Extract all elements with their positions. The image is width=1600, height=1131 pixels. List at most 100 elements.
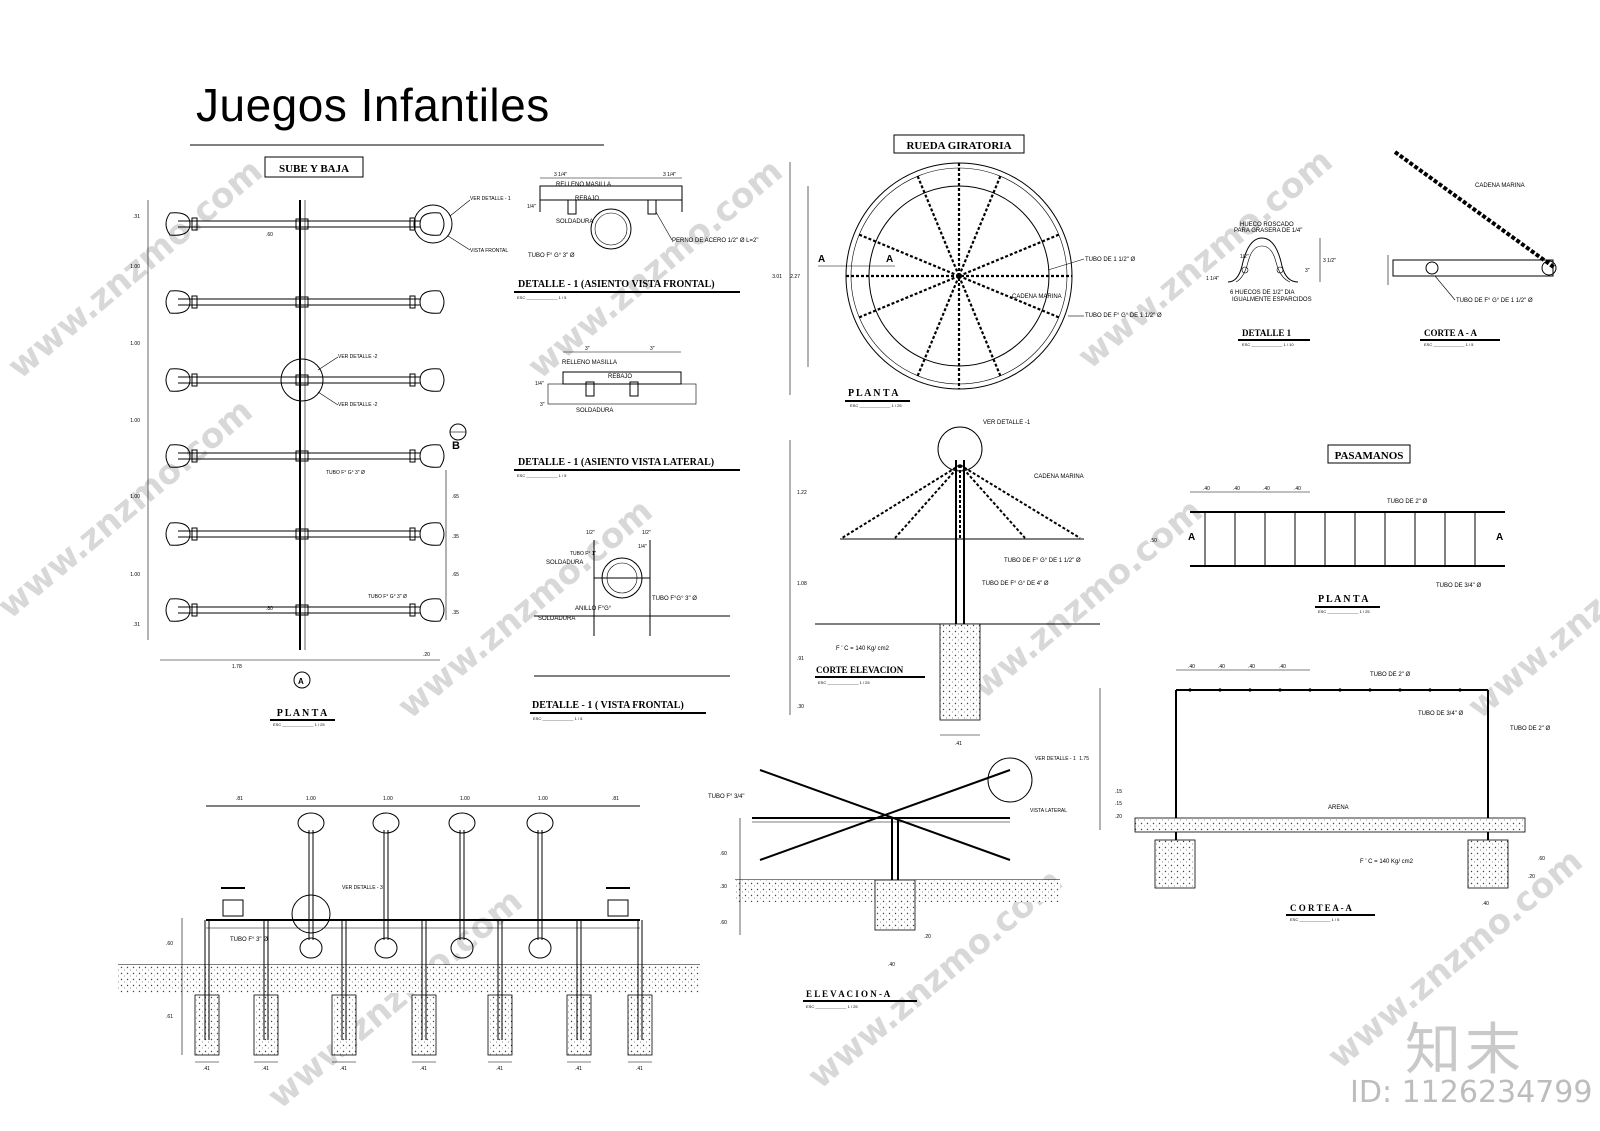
- svg-text:.40: .40: [1188, 664, 1195, 670]
- svg-text:1.00: 1.00: [130, 264, 140, 270]
- svg-text:.40: .40: [1294, 486, 1301, 492]
- svg-text:TUBO DE F° G° DE 1 1/2" Ø: TUBO DE F° G° DE 1 1/2" Ø: [1004, 558, 1081, 564]
- svg-text:.41: .41: [955, 741, 962, 747]
- svg-text:TUBO DE F° G° DE 1 1/2" Ø: TUBO DE F° G° DE 1 1/2" Ø: [1456, 298, 1533, 304]
- svg-text:CORTE ELEVACION: CORTE ELEVACION: [816, 665, 904, 675]
- svg-text:.35: .35: [452, 534, 459, 540]
- svg-text:.60: .60: [720, 920, 727, 926]
- svg-text:1.00: 1.00: [306, 796, 316, 802]
- svg-text:.41: .41: [575, 1066, 582, 1072]
- svg-text:.15: .15: [1115, 789, 1122, 795]
- svg-text:P L A N T A: P L A N T A: [277, 708, 328, 719]
- svg-text:.50: .50: [1150, 538, 1157, 544]
- svg-text:TUBO F° G° 3" Ø: TUBO F° G° 3" Ø: [368, 594, 407, 600]
- svg-text:TUBO DE 3/4" Ø: TUBO DE 3/4" Ø: [1418, 711, 1463, 717]
- svg-text:ESC ______________ 1 / 25: ESC ______________ 1 / 25: [1318, 609, 1370, 614]
- svg-text:VISTA FRONTAL: VISTA FRONTAL: [470, 248, 508, 254]
- svg-text:3 1/4": 3 1/4": [554, 172, 567, 178]
- svg-text:1.08: 1.08: [797, 581, 807, 587]
- rueda-giratoria-plan: RUEDA GIRATORIA 3.01 2.27 A A TUBO DE 1 …: [772, 134, 1162, 408]
- svg-text:3": 3": [1305, 268, 1310, 274]
- svg-text:.81: .81: [612, 796, 619, 802]
- page-title: Juegos Infantiles: [196, 79, 550, 131]
- svg-text:PERNO DE ACERO 1/2" Ø L=2": PERNO DE ACERO 1/2" Ø L=2": [672, 238, 758, 244]
- svg-text:ESC ______________ 1 / 5: ESC ______________ 1 / 5: [1424, 342, 1474, 347]
- svg-text:IGUALMENTE ESPARCIDOS: IGUALMENTE ESPARCIDOS: [1232, 297, 1312, 303]
- svg-text:1.75: 1.75: [1079, 756, 1089, 762]
- svg-text:.41: .41: [203, 1066, 210, 1072]
- watermark-text: www.znzmo.com: [1460, 491, 1600, 727]
- svg-text:TUBO F° 1": TUBO F° 1": [570, 551, 597, 557]
- svg-text:.65: .65: [452, 494, 459, 500]
- svg-text:DETALLE - 1 (ASIENTO VISTA LAT: DETALLE - 1 (ASIENTO VISTA LATERAL): [518, 457, 714, 468]
- svg-text:ARENA: ARENA: [1328, 805, 1349, 811]
- svg-text:ESC ______________ 1 / 25: ESC ______________ 1 / 25: [850, 403, 902, 408]
- watermark-text: www.znzmo.com: [390, 491, 660, 727]
- watermark-text: www.znzmo.com: [940, 491, 1210, 727]
- svg-text:.60: .60: [166, 941, 173, 947]
- svg-text:DETALLE - 1 (ASIENTO VISTA FRO: DETALLE - 1 (ASIENTO VISTA FRONTAL): [518, 279, 715, 290]
- svg-text:.60: .60: [720, 851, 727, 857]
- svg-text:A: A: [886, 254, 893, 265]
- svg-text:C O R T E A - A: C O R T E A - A: [1290, 903, 1352, 913]
- svg-text:TUBO DE 2" Ø: TUBO DE 2" Ø: [1387, 499, 1427, 505]
- detalle-asiento-lateral: 3" 3" 1/4" 3" RELLENO MASILLA REBAJO SOL…: [514, 346, 740, 478]
- svg-text:A: A: [298, 677, 304, 686]
- svg-text:HUECO ROSCADO: HUECO ROSCADO: [1240, 222, 1294, 228]
- svg-text:.40: .40: [888, 962, 895, 968]
- svg-text:.60: .60: [1538, 856, 1545, 862]
- corte-a-a-rueda: CADENA MARINA TUBO DE F° G° DE 1 1/2" Ø …: [1387, 150, 1557, 347]
- svg-text:.41: .41: [340, 1066, 347, 1072]
- svg-text:ESC ______________ 1 / 5: ESC ______________ 1 / 5: [1290, 917, 1340, 922]
- svg-text:1/2": 1/2": [642, 530, 651, 536]
- svg-text:VISTA LATERAL: VISTA LATERAL: [1030, 808, 1067, 814]
- svg-text:1.00: 1.00: [538, 796, 548, 802]
- elevacion-a: .60 .30 .60 .40 .20 TUBO F° 3/4" VER DET…: [708, 756, 1076, 1009]
- svg-text:1.00: 1.00: [460, 796, 470, 802]
- svg-text:ESC ______________ 1 / 5: ESC ______________ 1 / 5: [517, 295, 567, 300]
- svg-text:1.00: 1.00: [130, 341, 140, 347]
- svg-text:TUBO F° 3" Ø: TUBO F° 3" Ø: [230, 937, 268, 943]
- svg-text:1.22: 1.22: [797, 490, 807, 496]
- watermark-brand: 知末: [1405, 1018, 1525, 1083]
- svg-text:VER DETALLE - 3: VER DETALLE - 3: [342, 885, 383, 891]
- svg-text:.35: .35: [452, 610, 459, 616]
- svg-text:.41: .41: [420, 1066, 427, 1072]
- svg-text:.41: .41: [636, 1066, 643, 1072]
- svg-text:.31: .31: [133, 622, 140, 628]
- svg-text:VER DETALLE -2: VER DETALLE -2: [338, 354, 378, 360]
- svg-text:.41: .41: [262, 1066, 269, 1072]
- svg-text:.20: .20: [423, 652, 430, 658]
- svg-text:.40: .40: [1248, 664, 1255, 670]
- svg-text:1/4": 1/4": [535, 381, 544, 387]
- svg-text:3 1/4": 3 1/4": [663, 172, 676, 178]
- svg-text:SOLDADURA: SOLDADURA: [556, 219, 593, 225]
- svg-text:1 1/4": 1 1/4": [1206, 276, 1219, 282]
- svg-text:1/2": 1/2": [586, 530, 595, 536]
- svg-text:3.01: 3.01: [772, 274, 782, 280]
- detalle-vista-frontal: 1/2" 1/2" 1/4" TUBO F° 1" SOLDADURA ANIL…: [530, 530, 730, 721]
- svg-text:TUBO DE F° G° DE 1 1/2" Ø: TUBO DE F° G° DE 1 1/2" Ø: [1085, 313, 1162, 319]
- svg-text:ESC ______________ 1 / 25: ESC ______________ 1 / 25: [806, 1004, 858, 1009]
- svg-text:.41: .41: [496, 1066, 503, 1072]
- svg-text:CORTE A - A: CORTE A - A: [1424, 328, 1477, 338]
- svg-text:TUBO DE 1 1/2" Ø: TUBO DE 1 1/2" Ø: [1085, 257, 1135, 263]
- svg-text:DETALLE 1: DETALLE 1: [1242, 328, 1292, 338]
- svg-text:.81: .81: [236, 796, 243, 802]
- svg-text:.61: .61: [166, 1014, 173, 1020]
- svg-text:1.78: 1.78: [232, 664, 242, 670]
- svg-text:.31: .31: [133, 214, 140, 220]
- svg-text:.20: .20: [1528, 874, 1535, 880]
- svg-text:E L E V A C I O N - A: E L E V A C I O N - A: [806, 989, 891, 999]
- svg-text:PARA GRASERA DE 1/4": PARA GRASERA DE 1/4": [1234, 228, 1302, 234]
- svg-text:.40: .40: [1233, 486, 1240, 492]
- svg-text:A: A: [1188, 532, 1195, 543]
- svg-text:ANILLO F°G°: ANILLO F°G°: [575, 606, 612, 612]
- svg-text:.60: .60: [266, 232, 273, 238]
- svg-text:TUBO F° G° 3" Ø: TUBO F° G° 3" Ø: [326, 470, 365, 476]
- section-heading: SUBE Y BAJA: [279, 163, 349, 175]
- svg-text:ESC ______________ 1 / 10: ESC ______________ 1 / 10: [1242, 342, 1294, 347]
- svg-text:.30: .30: [797, 704, 804, 710]
- svg-text:TUBO F° 3/4": TUBO F° 3/4": [708, 794, 745, 800]
